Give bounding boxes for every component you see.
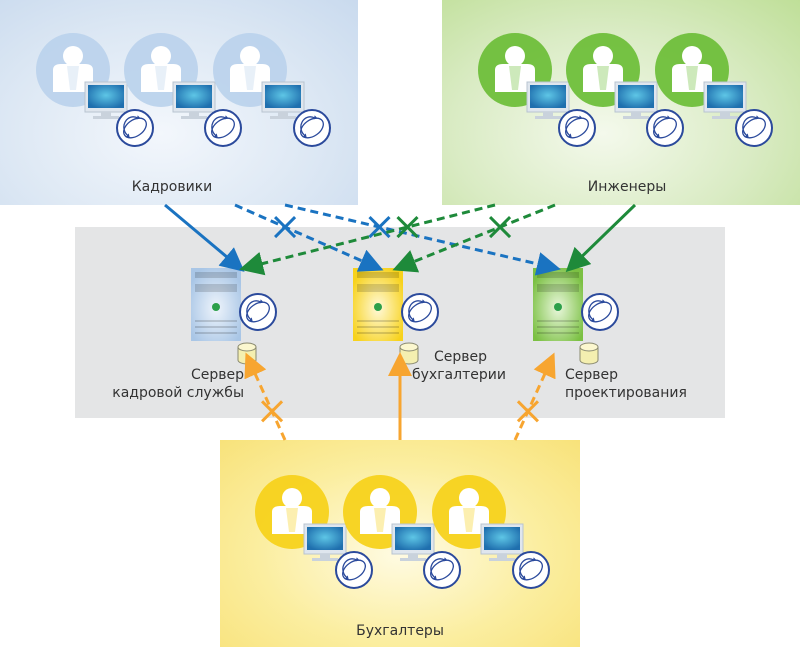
- blocked-cross-icon: [488, 215, 512, 239]
- network-agent-icon: [204, 109, 242, 147]
- network-agent-icon: [581, 293, 619, 331]
- server-label-hr-line2: кадровой службы: [112, 385, 244, 401]
- group-label-engineers: Инженеры: [587, 179, 667, 195]
- server-label-accounting-line1: Сервер: [434, 349, 488, 365]
- network-agent-icon: [423, 551, 461, 589]
- connection-engineers-to-design-server: [565, 203, 637, 273]
- server-label-hr: Сервер кадровой службы: [112, 366, 244, 402]
- monitor-icon: [703, 81, 747, 119]
- monitor-icon: [303, 523, 347, 561]
- blocked-cross-icon: [368, 215, 391, 239]
- network-agent-icon: [335, 551, 373, 589]
- blocked-cross-icon: [396, 215, 419, 239]
- user-workstation: [124, 33, 242, 147]
- user-workstation: [343, 475, 461, 589]
- network-agent-icon: [646, 109, 684, 147]
- blocked-cross-icon: [260, 400, 284, 423]
- network-agent-icon: [293, 109, 331, 147]
- user-workstation: [432, 475, 550, 589]
- server-label-design-line2: проектирования: [565, 385, 687, 401]
- monitor-icon: [526, 81, 570, 119]
- monitor-icon: [84, 81, 128, 119]
- user-workstation: [655, 33, 773, 147]
- database-icon: [237, 342, 257, 365]
- connection-hr-to-accounting-server: [234, 203, 384, 272]
- connection-hr-to-design-server: [284, 203, 561, 276]
- connection-accountants-to-hr-server: [244, 352, 287, 441]
- monitor-icon: [172, 81, 216, 119]
- server-hr: [191, 268, 277, 365]
- network-agent-icon: [239, 293, 277, 331]
- server-design: [533, 268, 619, 365]
- monitor-icon: [614, 81, 658, 119]
- user-workstation: [478, 33, 596, 147]
- connection-engineers-to-accounting-server: [392, 203, 556, 273]
- monitor-icon: [261, 81, 305, 119]
- user-workstation: [566, 33, 684, 147]
- group-label-hr: Кадровики: [131, 179, 213, 195]
- network-agent-icon: [558, 109, 596, 147]
- server-label-hr-line1: Сервер: [190, 367, 244, 383]
- user-workstation: [36, 33, 154, 147]
- connection-hr-to-hr-server: [164, 203, 245, 272]
- connection-accountants-to-design-server: [513, 352, 556, 441]
- monitor-icon: [480, 523, 524, 561]
- network-agent-icon: [401, 293, 439, 331]
- network-agent-icon: [512, 551, 550, 589]
- server-label-accounting-line2: бухгалтерии: [412, 367, 506, 383]
- server-label-design-line1: Сервер: [565, 367, 619, 383]
- server-label-accounting: Сервер бухгалтерии: [412, 348, 506, 384]
- user-workstation: [255, 475, 373, 589]
- connection-engineers-to-hr-server: [239, 203, 496, 276]
- network-agent-icon: [116, 109, 154, 147]
- monitor-icon: [391, 523, 435, 561]
- blocked-cross-icon: [273, 215, 297, 239]
- group-label-accountants: Бухгалтеры: [356, 623, 444, 639]
- network-agent-icon: [735, 109, 773, 147]
- user-workstation: [213, 33, 331, 147]
- blocked-cross-icon: [516, 400, 540, 423]
- database-icon: [579, 342, 599, 365]
- server-label-design: Сервер проектирования: [565, 366, 687, 402]
